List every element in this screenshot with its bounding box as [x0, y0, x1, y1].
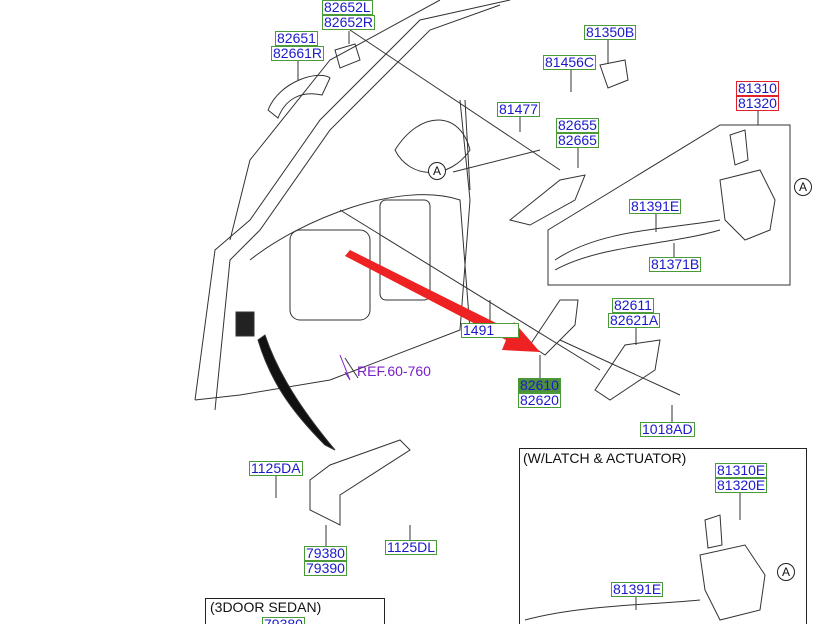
reference-link[interactable]: REF.60-760	[357, 363, 431, 379]
latch-drawing	[554, 129, 776, 271]
callout-a: A	[794, 178, 812, 196]
door-frame-drawing	[194, 0, 561, 411]
highlighted-part-label[interactable]: 81320	[736, 95, 779, 111]
bracket-drawing	[508, 174, 586, 226]
inside-handle-drawing	[529, 299, 579, 356]
door-checker-drawing	[309, 439, 411, 526]
part-label[interactable]: 81477	[497, 101, 540, 117]
part-label[interactable]: 81391E	[629, 198, 682, 214]
callout-a: A	[777, 563, 795, 581]
part-label[interactable]: 82621A	[608, 312, 661, 328]
part-label[interactable]: 81350B	[584, 24, 637, 40]
box-title: (W/LATCH & ACTUATOR)	[523, 450, 687, 466]
latch-actuator-box	[519, 448, 807, 624]
part-label[interactable]: 82655	[556, 117, 599, 133]
part-label[interactable]: 81456C	[543, 54, 597, 70]
lower-latch-drawing	[524, 514, 766, 621]
part-label[interactable]: 82620	[518, 392, 561, 408]
part-label[interactable]: 81310E	[715, 462, 768, 478]
part-label[interactable]: 81391E	[611, 581, 664, 597]
part-label[interactable]: 79380	[262, 617, 305, 624]
callout-a: A	[428, 162, 446, 180]
part-label[interactable]: 1018AD	[640, 421, 695, 437]
handle-bezel-drawing	[594, 339, 661, 401]
part-label[interactable]: 81371B	[649, 256, 702, 272]
part-label[interactable]: 1125DL	[385, 539, 438, 555]
part-label[interactable]: 81320E	[715, 477, 768, 493]
selected-part-label[interactable]: 82610	[518, 377, 561, 393]
latch-group-outline	[547, 124, 791, 286]
black-pointer-drawing	[257, 334, 336, 451]
part-label[interactable]: 82652R	[322, 14, 376, 30]
part-label[interactable]: 82651	[275, 30, 318, 46]
box-title: (3DOOR SEDAN)	[210, 599, 322, 615]
part-label[interactable]: 82661R	[271, 45, 325, 61]
part-label[interactable]: 1125DA	[249, 460, 303, 476]
part-label[interactable]: 82611	[612, 297, 654, 313]
part-label[interactable]: 79380	[304, 545, 347, 561]
part-label[interactable]: 82665	[556, 132, 599, 148]
part-label[interactable]: 1491	[461, 323, 519, 338]
part-label[interactable]: 82652L	[322, 0, 373, 15]
highlighted-part-label[interactable]: 81310	[736, 80, 779, 96]
handle-cover-drawing	[334, 43, 361, 69]
outside-handle-drawing	[267, 74, 331, 119]
part-label[interactable]: 79390	[304, 560, 347, 576]
